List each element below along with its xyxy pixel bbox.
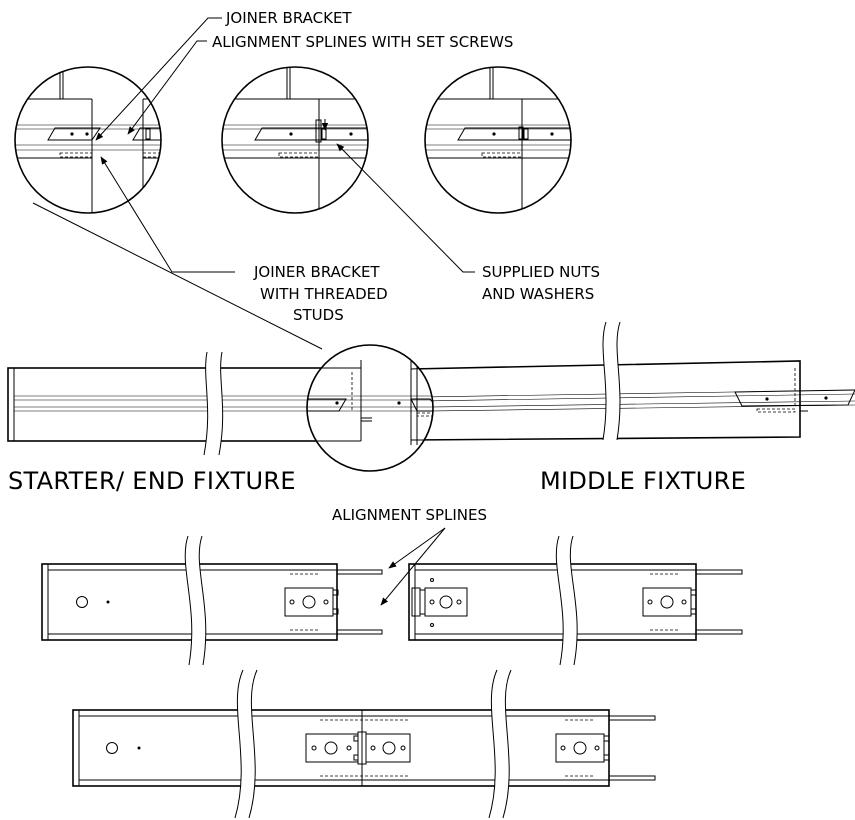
callout-supplied-nuts-1: SUPPLIED NUTS — [482, 263, 600, 281]
detail-circle-fastened — [424, 66, 572, 214]
break-mark-starter — [203, 351, 224, 456]
callout-leaders — [32, 17, 475, 350]
joint-detail-circle — [306, 344, 434, 472]
callout-joiner-bracket-studs-2: WITH THREADED — [260, 285, 388, 303]
callout-supplied-nuts-2: AND WASHERS — [482, 285, 594, 303]
starter-fixture-top-view — [41, 563, 383, 641]
callout-alignment-splines-set-screws: ALIGNMENT SPLINES WITH SET SCREWS — [212, 33, 513, 51]
detail-circle-joined — [221, 66, 369, 214]
callout-joiner-bracket-studs-3: STUDS — [293, 306, 344, 324]
callout-joiner-bracket: JOINER BRACKET — [225, 9, 352, 27]
break-mark-middle — [602, 321, 621, 441]
break-mark-top-starter — [184, 535, 207, 666]
title-middle-fixture: MIDDLE FIXTURE — [540, 467, 746, 495]
break-mark-top-middle — [555, 535, 578, 666]
assembled-fixtures-top-view — [72, 709, 656, 787]
alignment-splines-leaders — [380, 527, 446, 606]
title-starter-end-fixture: STARTER/ END FIXTURE — [8, 467, 296, 495]
middle-fixture-top-view — [408, 563, 743, 641]
callout-alignment-splines: ALIGNMENT SPLINES — [332, 506, 487, 524]
callout-joiner-bracket-studs-1: JOINER BRACKET — [253, 263, 380, 281]
break-mark-assembled-right — [488, 669, 512, 819]
break-mark-assembled-left — [234, 669, 258, 819]
detail-circle-separated — [14, 66, 162, 214]
